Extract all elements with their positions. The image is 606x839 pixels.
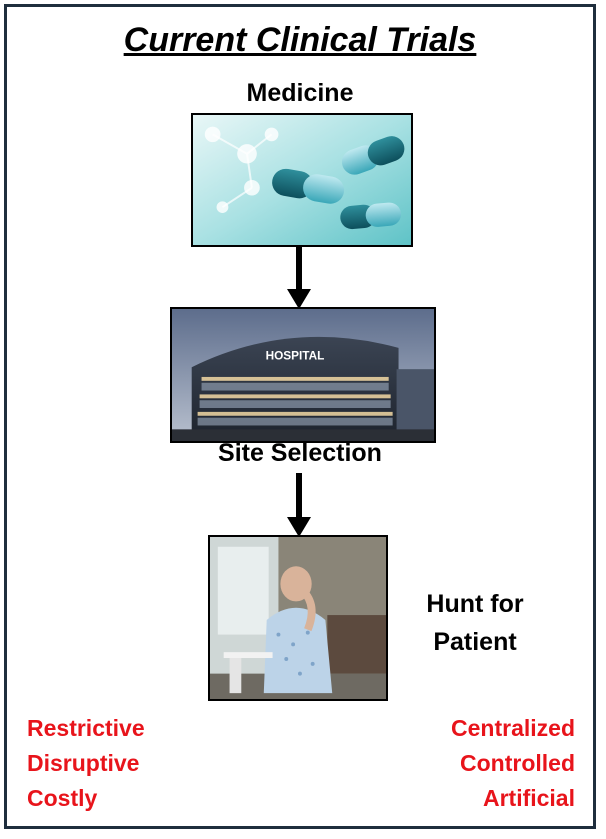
hospital-building-image: HOSPITAL: [170, 307, 436, 443]
hunt-label-line-1: Hunt for: [426, 590, 524, 618]
drawbacks-left-list: Restrictive Disruptive Costly: [27, 711, 145, 816]
drawback-costly: Costly: [27, 785, 98, 811]
hunt-label-line-2: Patient: [433, 628, 517, 656]
hospital-sign-text: HOSPITAL: [266, 350, 325, 363]
drawback-controlled: Controlled: [460, 750, 575, 776]
drawbacks-right-list: Centralized Controlled Artificial: [451, 711, 575, 816]
medicine-label: Medicine: [246, 79, 354, 107]
diagram-frame: Current Clinical Trials Medicine: [4, 4, 596, 829]
arrow-down-icon: [287, 247, 311, 309]
drawback-artificial: Artificial: [482, 785, 575, 811]
medicine-capsules-image: [191, 113, 413, 247]
drawback-disruptive: Disruptive: [27, 750, 140, 776]
diagram-title: Current Clinical Trials: [123, 21, 477, 59]
site-selection-label: Site Selection: [218, 439, 382, 467]
drawback-centralized: Centralized: [451, 715, 575, 741]
drawback-restrictive: Restrictive: [27, 715, 145, 741]
waiting-patient-image: [208, 535, 388, 701]
arrow-down-icon: [287, 473, 311, 537]
hunt-for-patient-label: Hunt for Patient: [405, 585, 545, 661]
